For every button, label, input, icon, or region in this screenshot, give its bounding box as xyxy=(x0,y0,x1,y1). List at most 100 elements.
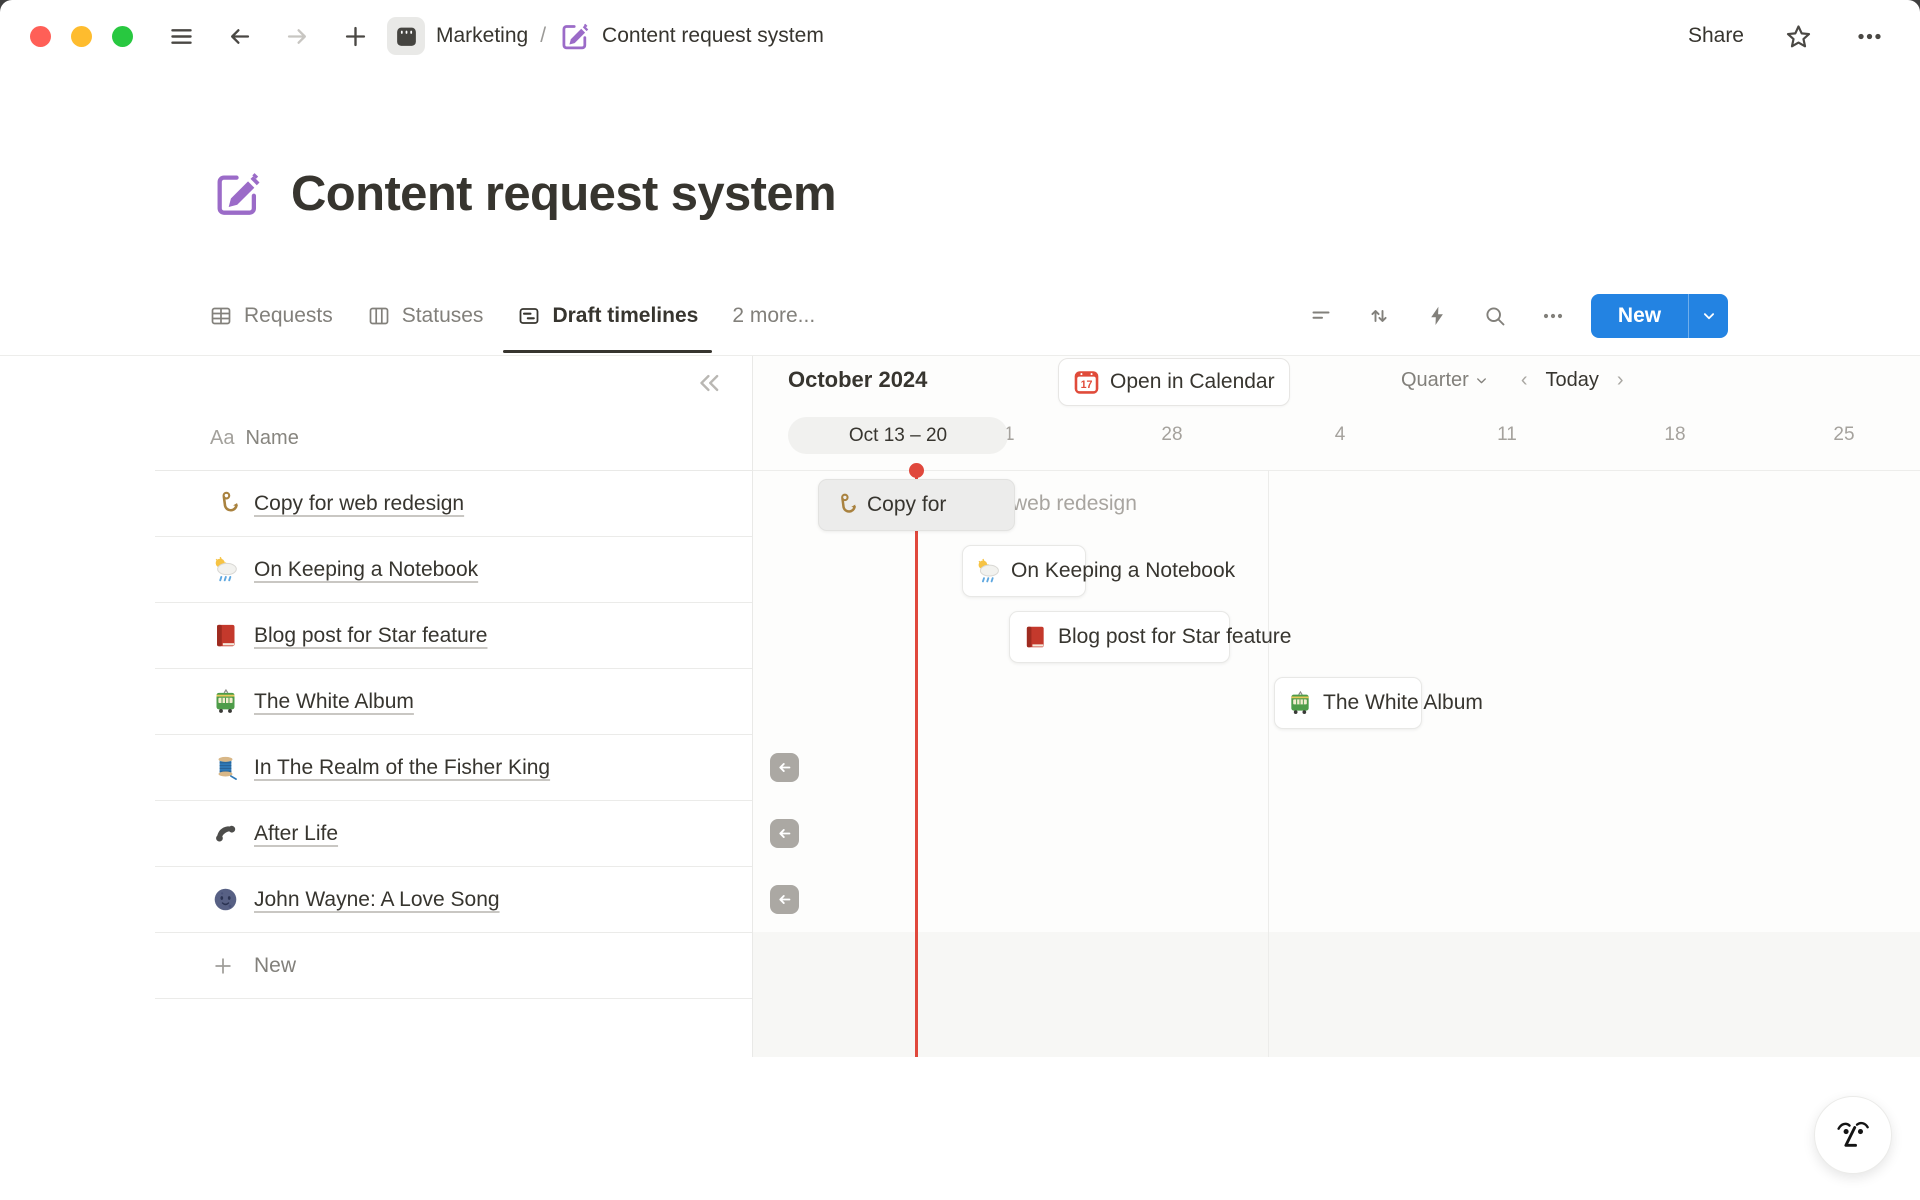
week-tick-label: 11 xyxy=(1497,424,1517,445)
week-tick-label: 4 xyxy=(1334,424,1346,445)
more-options-icon[interactable] xyxy=(1852,19,1886,53)
timeline-bar[interactable]: Blog post for Star feature xyxy=(1009,611,1291,663)
row-title[interactable]: On Keeping a Notebook xyxy=(254,557,479,581)
page-title[interactable]: Content request system xyxy=(291,167,837,221)
table-row[interactable]: The White Album xyxy=(155,669,752,735)
table-view-icon xyxy=(209,304,233,328)
new-button-chevron-down-icon[interactable] xyxy=(1689,294,1728,338)
table-row[interactable]: John Wayne: A Love Song xyxy=(155,867,752,933)
row-title[interactable]: In The Realm of the Fisher King xyxy=(254,755,551,779)
today-indicator-line xyxy=(915,470,918,1057)
row-title[interactable]: The White Album xyxy=(254,689,414,713)
hook-emoji xyxy=(212,490,239,517)
red-book-emoji xyxy=(1022,624,1048,650)
page-header: Content request system xyxy=(210,166,837,222)
table-row[interactable]: Blog post for Star feature xyxy=(155,603,752,669)
today-button[interactable]: Today xyxy=(1545,368,1599,391)
timeline-bar[interactable]: Copy for xyxy=(818,479,1015,531)
open-in-calendar-button[interactable]: 17 Open in Calendar xyxy=(1058,358,1290,406)
zoom-window-button[interactable] xyxy=(112,25,133,47)
page-compose-icon[interactable] xyxy=(210,167,264,221)
nav-buttons xyxy=(163,18,373,54)
sidebar-toggle-icon[interactable] xyxy=(163,18,199,54)
sun-rain-cloud-emoji xyxy=(212,556,239,583)
timeline-bar-label: On Keeping a Notebook xyxy=(1011,559,1236,582)
row-title[interactable]: Copy for web redesign xyxy=(254,491,465,515)
tab-label: 2 more... xyxy=(732,304,816,327)
tab-2-more[interactable]: 2 more... xyxy=(718,277,829,355)
timeline-bar[interactable]: The White Album xyxy=(1274,677,1483,729)
filter-icon[interactable] xyxy=(1309,304,1333,328)
new-button-label[interactable]: New xyxy=(1617,304,1662,327)
ellipsis-icon[interactable] xyxy=(1541,304,1565,328)
scroll-to-bar-button[interactable] xyxy=(770,819,799,848)
breadcrumb: Marketing / Content request system xyxy=(387,17,824,55)
week-tick-label: 18 xyxy=(1664,424,1686,445)
plus-icon xyxy=(212,955,234,977)
topbar: Marketing / Content request system Share xyxy=(0,0,1920,72)
tram-emoji xyxy=(1287,690,1313,716)
traffic-lights xyxy=(30,25,133,47)
timeline-canvas: October 2024 17 Open in Calendar Quarter… xyxy=(753,356,1920,1057)
breadcrumb-workspace[interactable]: Marketing xyxy=(436,24,529,47)
timeline-view-icon xyxy=(517,304,541,328)
scale-selector[interactable]: Quarter xyxy=(1401,369,1489,392)
thread-emoji xyxy=(212,754,239,781)
lightning-icon[interactable] xyxy=(1425,304,1449,328)
new-button[interactable]: New xyxy=(1591,294,1728,338)
sun-rain-cloud-emoji xyxy=(975,558,1001,584)
breadcrumb-page[interactable]: Content request system xyxy=(602,24,824,47)
timeline-nav: Quarter ‹ Today › xyxy=(1401,364,1630,396)
search-icon[interactable] xyxy=(1483,304,1507,328)
timeline-bar-label: Copy for xyxy=(867,493,947,516)
tab-requests[interactable]: Requests xyxy=(195,277,347,355)
tram-emoji xyxy=(212,688,239,715)
table-rows: Copy for web redesign On Keeping a Notebo… xyxy=(155,470,752,999)
close-window-button[interactable] xyxy=(30,25,51,47)
week-tick-label: 25 xyxy=(1833,424,1855,445)
timeline-top-border xyxy=(753,470,1920,471)
board-view-icon xyxy=(367,304,391,328)
bar-overflow-label: web redesign xyxy=(1012,492,1137,515)
breadcrumb-separator: / xyxy=(540,24,547,47)
notion-ai-button[interactable] xyxy=(1814,1096,1892,1174)
back-icon[interactable] xyxy=(221,18,257,54)
table-row[interactable]: On Keeping a Notebook xyxy=(155,537,752,603)
minimize-window-button[interactable] xyxy=(71,25,92,47)
tab-statuses[interactable]: Statuses xyxy=(353,277,498,355)
workspace-icon[interactable] xyxy=(387,17,425,55)
table-row[interactable]: After Life xyxy=(155,801,752,867)
row-title[interactable]: After Life xyxy=(254,821,339,845)
panel-divider[interactable] xyxy=(752,356,753,1057)
prev-period-button[interactable]: ‹ xyxy=(1520,368,1528,391)
left-arrow-icon xyxy=(776,825,793,842)
scroll-to-bar-button[interactable] xyxy=(770,753,799,782)
timeline-bar[interactable]: On Keeping a Notebook xyxy=(962,545,1235,597)
scroll-to-bar-button[interactable] xyxy=(770,885,799,914)
timeline-empty-band xyxy=(753,932,1920,1057)
table-row[interactable]: Copy for web redesign xyxy=(155,471,752,537)
share-button[interactable]: Share xyxy=(1687,24,1744,47)
favorite-star-icon[interactable] xyxy=(1781,19,1815,53)
tab-draft-timelines[interactable]: Draft timelines xyxy=(503,277,713,355)
new-row-button[interactable]: New xyxy=(155,933,752,999)
collapse-table-icon[interactable] xyxy=(694,368,724,398)
new-page-icon[interactable] xyxy=(337,18,373,54)
table-row[interactable]: In The Realm of the Fisher King xyxy=(155,735,752,801)
left-arrow-icon xyxy=(776,891,793,908)
row-title[interactable]: John Wayne: A Love Song xyxy=(254,887,500,911)
next-period-button[interactable]: › xyxy=(1616,368,1624,391)
property-type-label: Aa xyxy=(210,426,235,449)
forward-icon[interactable] xyxy=(279,18,315,54)
phone-emoji xyxy=(212,820,239,847)
compose-page-icon xyxy=(558,20,591,53)
sort-icon[interactable] xyxy=(1367,304,1391,328)
new-row-label: New xyxy=(254,953,297,977)
row-title[interactable]: Blog post for Star feature xyxy=(254,623,488,647)
week-range-pill[interactable]: Oct 13 – 20 xyxy=(788,417,1008,454)
table-header[interactable]: Aa Name xyxy=(210,418,299,458)
timeline-table-panel: Aa Name Copy for web redesign On Keeping … xyxy=(0,356,752,1057)
view-controls xyxy=(1309,304,1565,328)
tab-label: Draft timelines xyxy=(552,304,699,327)
chevron-down-icon xyxy=(1476,377,1486,383)
